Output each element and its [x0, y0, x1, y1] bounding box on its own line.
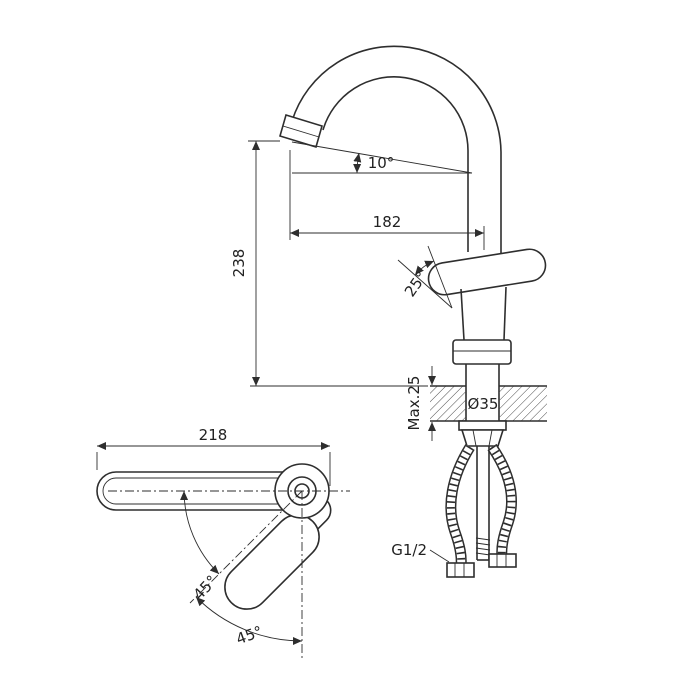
height-label: 238 — [230, 249, 248, 278]
hole-diameter-label: Ø35 — [468, 395, 499, 413]
spout-angle-label: 10° — [368, 154, 395, 172]
swivel-angle-label-2: 45° — [234, 622, 265, 648]
side-view: 10° 182 238 25° — [230, 45, 547, 578]
countertop-hatch-right — [499, 386, 547, 421]
reach-label: 182 — [373, 213, 402, 231]
threaded-tail-pipe — [475, 446, 491, 561]
thread-dimension: G1/2 — [391, 541, 450, 563]
hose-right — [487, 443, 517, 568]
supply-hoses — [445, 443, 517, 578]
spout-outline — [291, 45, 502, 258]
reach-dimension: 182 — [289, 150, 485, 250]
countertop-hatch-left — [430, 386, 466, 421]
aerator — [279, 113, 323, 149]
height-dimension: 238 — [230, 140, 428, 387]
handle-angle-label: 25° — [401, 268, 431, 300]
handle-lever — [427, 248, 547, 341]
mounting-nut — [458, 420, 507, 447]
centerlines — [108, 490, 350, 660]
top-view: 218 45° 45° — [96, 426, 350, 660]
spout-angle-dimension: 10° — [291, 141, 473, 174]
countertop-section: Ø35 — [430, 385, 547, 422]
spout-top — [96, 471, 286, 511]
length-dimension: 218 — [96, 426, 331, 486]
length-label: 218 — [199, 426, 228, 444]
thread-label: G1/2 — [391, 541, 427, 559]
hose-left — [445, 444, 475, 578]
thickness-dimension: Max.25 — [405, 366, 436, 441]
thickness-label: Max.25 — [405, 376, 423, 431]
